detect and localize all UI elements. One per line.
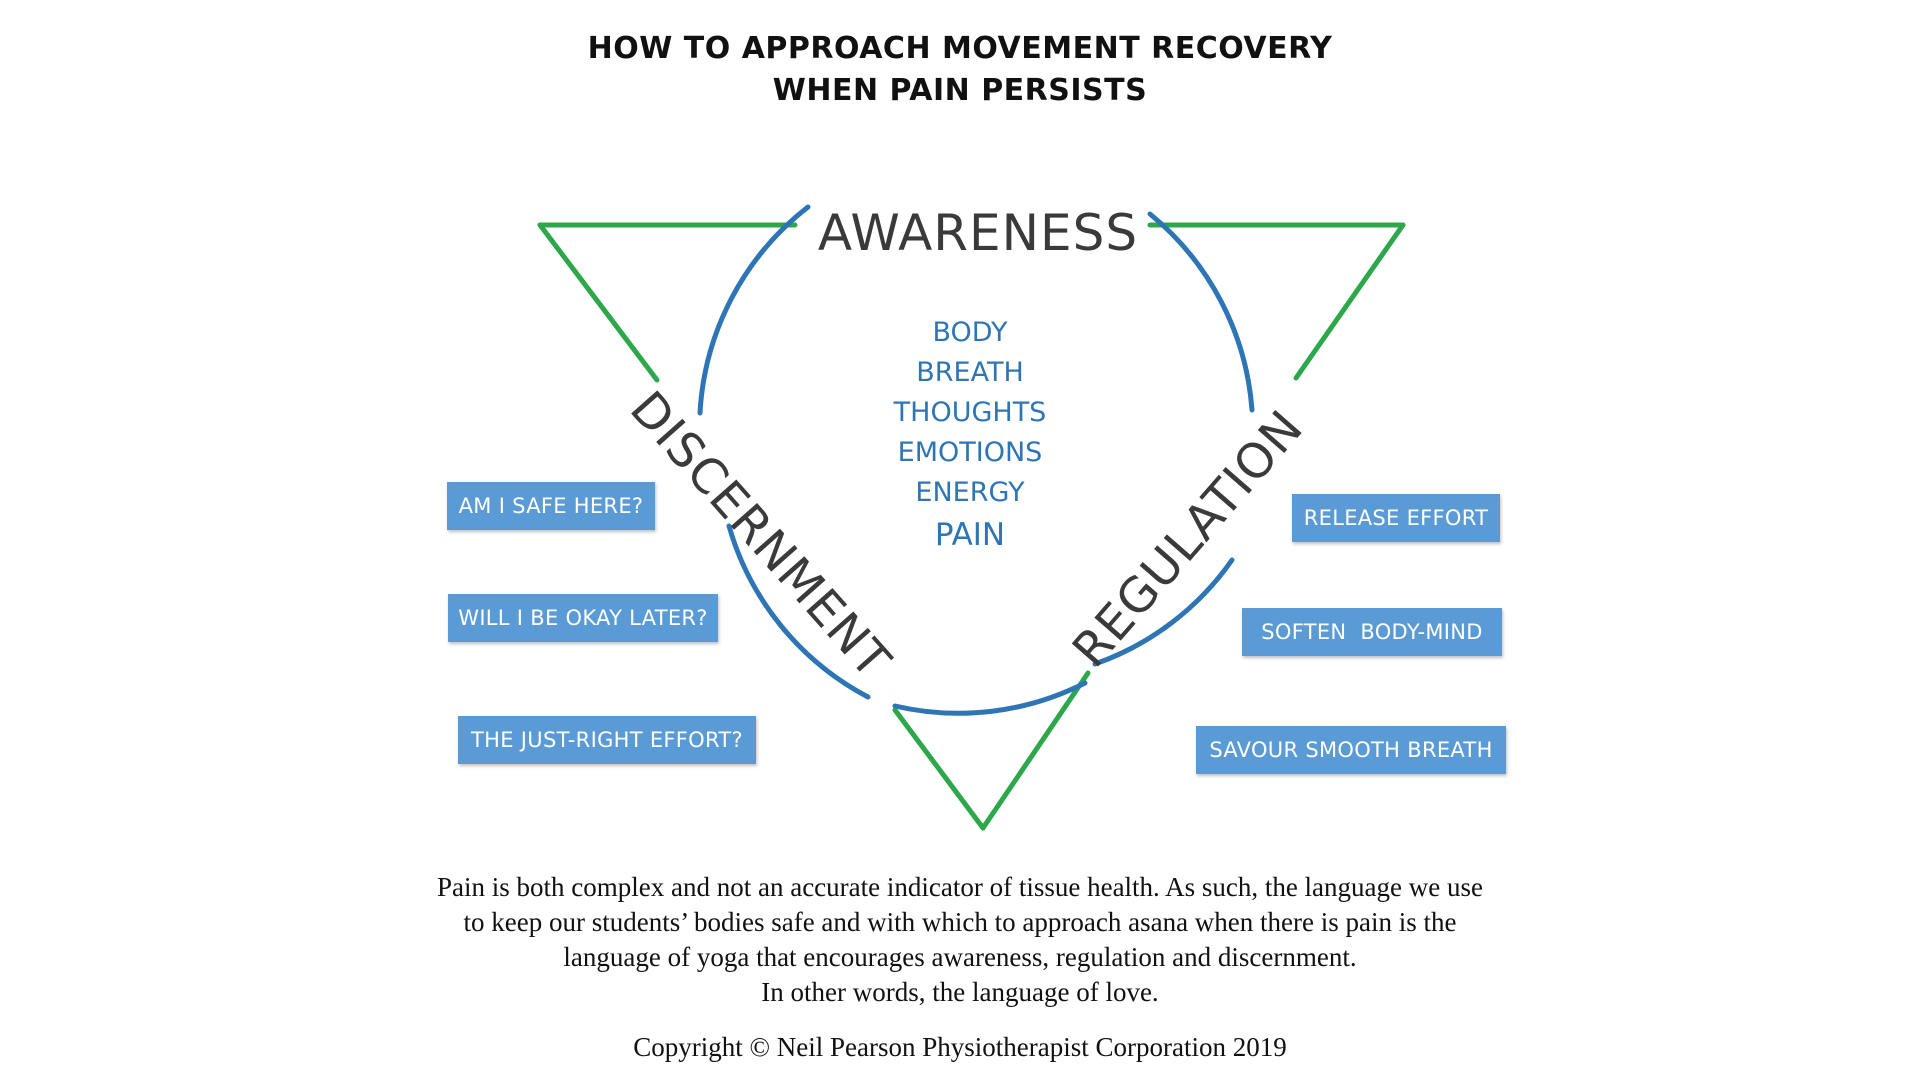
circle-left-lower-arc: [726, 523, 871, 700]
awareness-item-pain: PAIN: [934, 517, 1006, 553]
blue-circle: [697, 204, 1255, 716]
regulation-box-soften: SOFTEN BODY-MIND: [1242, 608, 1502, 656]
triangle-right-edge-lower: [980, 670, 1091, 831]
awareness-item-thoughts: THOUGHTS: [893, 397, 1047, 428]
circle-top-arc: [697, 204, 811, 416]
explanation-paragraph: Pain is both complex and not an accurate…: [0, 870, 1920, 1010]
triangle-left-edge-lower: [892, 707, 986, 831]
diagram-title: HOW TO APPROACH MOVEMENT RECOVERY WHEN P…: [0, 28, 1920, 112]
circle-bottom-arc: [892, 680, 1088, 716]
circle-right-lower-arc: [1092, 557, 1235, 667]
copyright-notice: Copyright © Neil Pearson Physiotherapist…: [633, 1032, 1287, 1062]
discernment-box-safe: AM I SAFE HERE?: [447, 482, 655, 530]
title-line-2: WHEN PAIN PERSISTS: [772, 73, 1148, 108]
explanation-line-1: Pain is both complex and not an accurate…: [437, 872, 1483, 902]
awareness-item-breath: BREATH: [916, 357, 1024, 388]
awareness-item-body: BODY: [932, 317, 1008, 348]
triangle-right-edge-upper: [1293, 222, 1406, 381]
awareness-label: AWARENESS: [818, 204, 1138, 262]
explanation-line-2: to keep our students’ bodies safe and wi…: [463, 907, 1457, 937]
regulation-box-release: RELEASE EFFORT: [1292, 494, 1500, 542]
discernment-box-effort: THE JUST-RIGHT EFFORT?: [458, 716, 756, 764]
awareness-item-energy: ENERGY: [915, 477, 1025, 508]
explanation-line-4: In other words, the language of love.: [761, 977, 1159, 1007]
explanation-line-3: language of yoga that encourages awarene…: [563, 942, 1357, 972]
regulation-box-savour: SAVOUR SMOOTH BREATH: [1196, 726, 1506, 774]
circle-top-right-arc: [1147, 211, 1255, 413]
discernment-box-okay-later: WILL I BE OKAY LATER?: [448, 594, 718, 642]
title-line-1: HOW TO APPROACH MOVEMENT RECOVERY: [587, 31, 1333, 66]
triangle-left-edge-upper: [537, 222, 660, 383]
awareness-item-emotions: EMOTIONS: [897, 437, 1043, 468]
awareness-items: BODY BREATH THOUGHTS EMOTIONS ENERGY PAI…: [830, 313, 1110, 557]
green-triangle: [537, 222, 1406, 831]
